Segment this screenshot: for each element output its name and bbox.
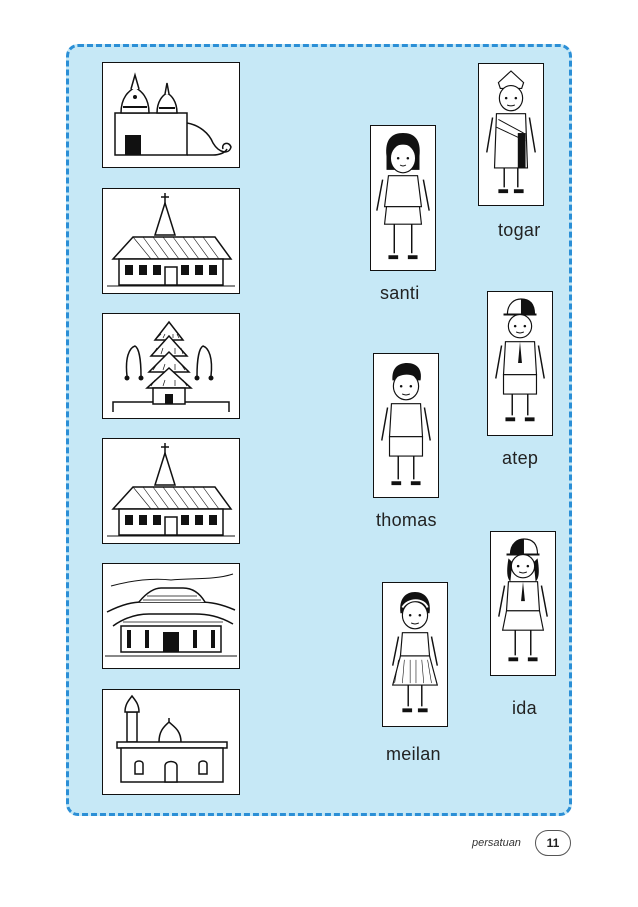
girl-icon: [376, 133, 430, 260]
mosque-icon: [116, 694, 228, 783]
temple-icon: [114, 72, 232, 156]
girl-cap-icon: [498, 538, 548, 662]
footer-chapter-label: persatuan: [472, 837, 521, 849]
boy-traditional-icon: [486, 70, 536, 194]
vihara-icon: [105, 573, 237, 657]
child-santi-picture: [370, 125, 436, 271]
child-ida-picture: [490, 531, 556, 676]
mosque-picture: [102, 689, 240, 795]
temple-picture: [102, 62, 240, 168]
child-name-meilan: meilan: [386, 744, 441, 764]
girl-dress-icon: [391, 591, 439, 713]
child-meilan-picture: [382, 582, 448, 727]
pura-icon: [112, 320, 230, 412]
pura-picture: [102, 313, 240, 419]
child-name-atep: atep: [502, 448, 539, 468]
child-name-togar: togar: [498, 220, 541, 240]
child-togar-picture: [478, 63, 544, 206]
child-thomas-picture: [373, 353, 439, 498]
boy-uniform-icon: [381, 362, 431, 486]
vihara-picture: [102, 563, 240, 669]
church-picture: [102, 188, 240, 294]
child-name-thomas: thomas: [376, 510, 437, 530]
page-number: 11: [535, 830, 571, 856]
child-name-ida: ida: [512, 698, 537, 718]
child-name-santi: santi: [380, 283, 420, 303]
boy-cap-icon: [495, 298, 545, 422]
church-picture-2: [102, 438, 240, 544]
church-icon: [107, 443, 235, 537]
child-atep-picture: [487, 291, 553, 436]
church-icon: [107, 193, 235, 287]
